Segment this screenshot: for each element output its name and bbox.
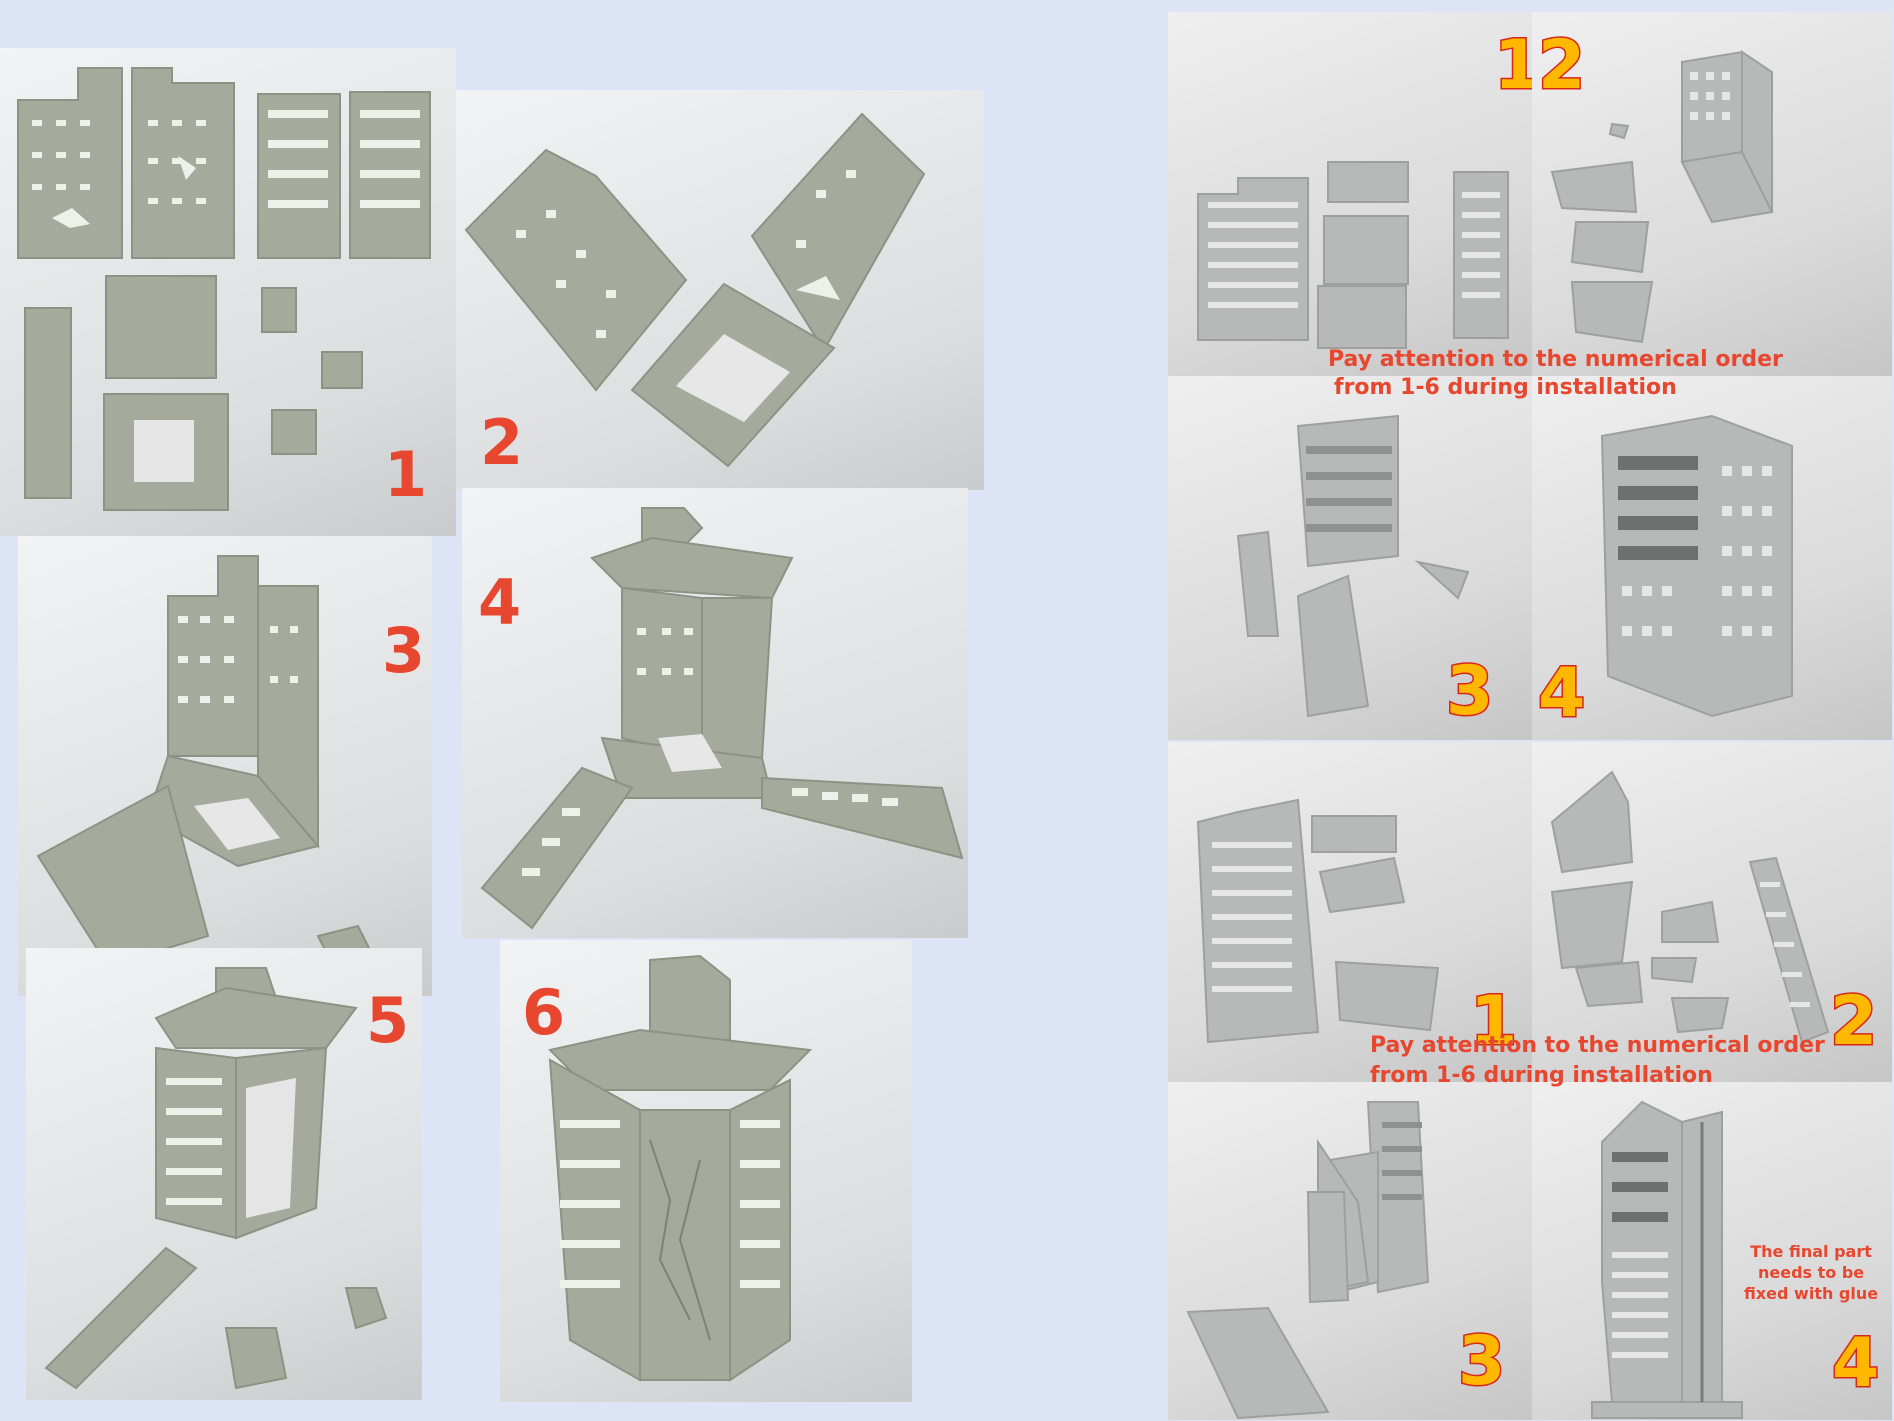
glue-note: The final part needs to be fixed with gl… [1744, 1242, 1878, 1304]
step-2-photo: 2 [456, 90, 984, 490]
step-3-label: 3 [382, 614, 426, 687]
right-top-step-4-label: 4 [1536, 654, 1586, 733]
right-bottom-step-2-assembly [1550, 770, 1830, 1044]
step-5-label: 5 [366, 984, 410, 1057]
left-instructions-collage: 1 2 [0, 48, 1000, 1410]
right-top-step-2-photo: 2 [1532, 12, 1892, 376]
right-top-order-note-line-1: Pay attention to the numerical order [1328, 347, 1783, 372]
step-6-finished-illustration [548, 954, 813, 1382]
right-bottom-step-2-photo: 2 [1532, 742, 1892, 1082]
right-bottom-step-3-photo: 3 [1168, 1082, 1532, 1420]
glue-note-line-3: fixed with glue [1744, 1283, 1879, 1303]
step-5-assembly-illustration [44, 967, 388, 1390]
step-2-label: 2 [480, 406, 524, 479]
right-top-step-1-label: 1 [1492, 26, 1532, 105]
step-3-photo: 3 [18, 536, 432, 996]
right-bottom-order-note-line-2: from 1-6 during installation [1370, 1063, 1713, 1088]
right-bottom-step-3-assembly [1186, 1101, 1430, 1420]
right-bottom-step-1-photo: 1 [1168, 742, 1532, 1082]
step-1-parts-illustration [17, 67, 431, 511]
right-top-step-3-photo: 3 [1168, 376, 1532, 740]
right-top-order-note-line-2: from 1-6 during installation [1334, 375, 1677, 400]
right-top-step-3-assembly [1236, 414, 1470, 718]
glue-note-line-1: The final part [1750, 1242, 1872, 1261]
right-bottom-step-1-label: 1 [1468, 982, 1518, 1061]
right-bottom-instructions-collage: 1 2 [1168, 742, 1892, 1420]
right-bottom-order-note-line-1: Pay attention to the numerical order [1370, 1033, 1825, 1058]
step-2-parts-illustration [464, 112, 926, 468]
glue-note-line-2: needs to be [1757, 1262, 1865, 1282]
right-top-step-1-photo: 1 [1168, 12, 1532, 376]
right-top-step-4-photo: 4 [1532, 376, 1892, 740]
right-bottom-step-1-parts [1196, 798, 1440, 1044]
right-top-step-3-label: 3 [1444, 652, 1494, 731]
right-top-step-4-finished [1600, 414, 1793, 718]
step-4-assembly-illustration [480, 507, 964, 930]
right-bottom-step-4-photo: 4 The final part needs to be fixed with … [1532, 1082, 1892, 1420]
right-bottom-step-4-label: 4 [1830, 1324, 1880, 1403]
right-top-step-2-label: 2 [1536, 26, 1586, 105]
right-top-step-2-assembly [1550, 50, 1774, 344]
right-top-step-1-parts [1197, 161, 1509, 349]
step-1-photo: 1 [0, 48, 456, 536]
step-4-label: 4 [478, 566, 522, 639]
step-1-label: 1 [384, 438, 428, 511]
step-3-assembly-illustration [36, 555, 380, 978]
right-bottom-step-4-finished [1591, 1100, 1743, 1419]
step-5-photo: 5 [26, 948, 422, 1400]
right-top-instructions-collage: 1 2 [1168, 12, 1892, 740]
step-6-photo: 6 [500, 940, 912, 1402]
right-bottom-step-2-label: 2 [1828, 982, 1878, 1061]
right-bottom-step-3-label: 3 [1456, 1322, 1506, 1401]
step-6-label: 6 [522, 976, 566, 1049]
step-4-photo: 4 [462, 488, 968, 938]
